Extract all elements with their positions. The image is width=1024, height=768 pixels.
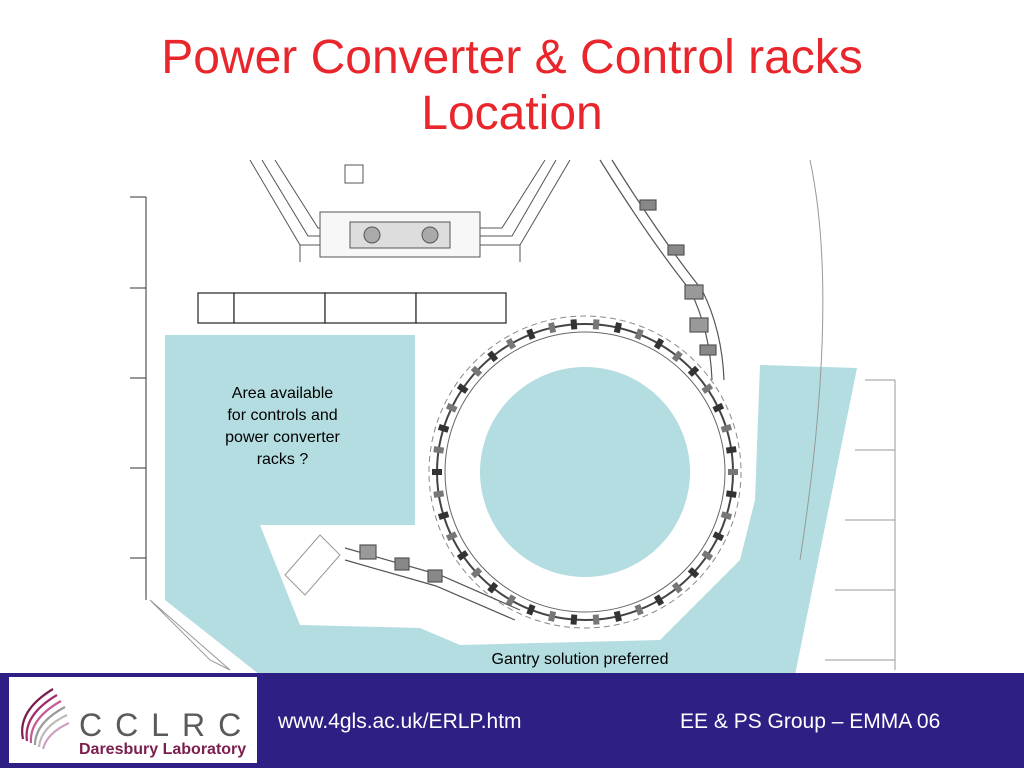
extraction-line: [344, 544, 521, 621]
ring-magnet: [437, 424, 450, 433]
building-outline: [149, 159, 896, 671]
emma-ring: [428, 315, 742, 629]
title-line-2: Location: [421, 87, 603, 140]
ring-magnet: [613, 610, 622, 622]
ring-magnet: [487, 581, 499, 594]
ring-magnet: [634, 604, 644, 616]
ring-magnet: [548, 610, 557, 622]
available-area: [165, 335, 415, 675]
footer-group: EE & PS Group – EMMA 06: [680, 710, 941, 733]
ring-magnet: [701, 550, 714, 561]
ring-magnet: [592, 614, 600, 625]
gantry-area: [290, 365, 857, 675]
dimension-ruler: [130, 196, 147, 600]
ring-magnet: [470, 567, 483, 579]
ring-magnet: [470, 365, 483, 377]
ring-magnet: [671, 350, 683, 363]
ring-magnet: [487, 350, 499, 363]
ring-magnet: [653, 594, 665, 607]
ring-magnet: [437, 511, 450, 520]
ring-magnet: [725, 446, 737, 454]
ring-magnet: [456, 550, 469, 561]
ring-magnet: [570, 319, 578, 330]
ring-magnet: [720, 424, 733, 433]
ring-magnet: [570, 614, 578, 625]
title-line-1: Power Converter & Control racks: [161, 31, 863, 84]
ring-magnet: [432, 469, 442, 475]
ring-magnet: [701, 383, 714, 394]
ring-magnet: [671, 581, 683, 594]
ring-magnet: [725, 490, 737, 498]
ring-magnet: [526, 604, 536, 616]
area-label-line: Area available: [231, 385, 334, 402]
ring-magnet: [433, 490, 445, 498]
ring-magnet: [456, 383, 469, 394]
ring-magnet: [526, 328, 536, 340]
logo-name: CCLRC: [79, 707, 255, 743]
upper-section: [249, 159, 571, 262]
slide-title: Power Converter & Control racks Location: [0, 30, 1024, 142]
ring-magnet: [712, 531, 725, 542]
ring-magnet: [720, 511, 733, 520]
ring-magnet: [712, 402, 725, 413]
ring-magnet: [505, 594, 517, 607]
area-label-line: racks ?: [256, 451, 309, 468]
area-label-line: power converter: [225, 429, 340, 446]
footer-url: www.4gls.ac.uk/ERLP.htm: [278, 710, 522, 733]
ring-magnet: [445, 531, 458, 542]
ring-magnet: [728, 469, 738, 475]
ring-magnet: [592, 319, 600, 330]
area-label-line: for controls and: [227, 407, 338, 424]
ring-magnet: [433, 446, 445, 454]
logo-subtitle: Daresbury Laboratory: [79, 741, 247, 758]
ring-magnet: [687, 567, 700, 579]
area-available-label: Area available for controls and power co…: [190, 383, 375, 471]
ring-magnet: [445, 402, 458, 413]
ring-magnet: [548, 322, 557, 334]
rack-row: [197, 292, 507, 324]
ring-magnet: [634, 328, 644, 340]
ring-magnet: [653, 337, 665, 350]
ring-magnets: [432, 319, 738, 625]
ring-magnet: [613, 322, 622, 334]
cclrc-logo: CCLRC Daresbury Laboratory: [9, 677, 257, 763]
beam-line: [599, 159, 725, 381]
swirl-logo-icon: [21, 688, 70, 750]
gantry-label: Gantry solution preferred: [491, 651, 669, 668]
footer-bar: CCLRC Daresbury Laboratory www.4gls.ac.u…: [0, 673, 1024, 768]
ring-magnet: [687, 365, 700, 377]
ring-magnet: [505, 337, 517, 350]
